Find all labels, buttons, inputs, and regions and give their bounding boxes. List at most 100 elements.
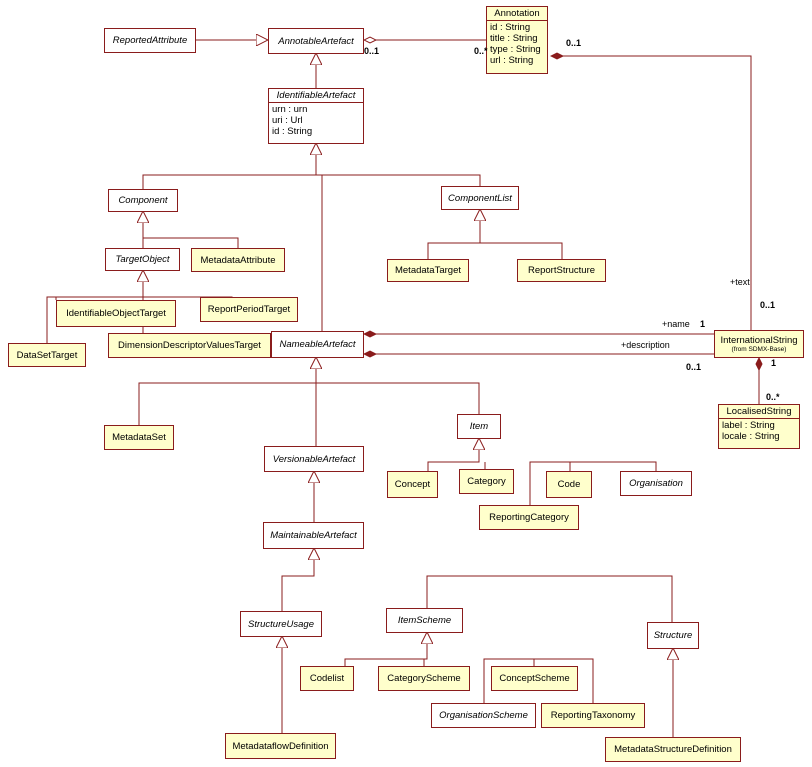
gen-itemscheme-maintainable: [426, 575, 673, 622]
class-codelist[interactable]: Codelist: [300, 666, 354, 691]
class-metadata-structure-definition[interactable]: MetadataStructureDefinition: [605, 737, 741, 762]
mult-name: 1: [700, 319, 706, 329]
class-concept[interactable]: Concept: [387, 471, 438, 498]
class-name: MaintainableArtefact: [270, 530, 357, 541]
class-report-period-target[interactable]: ReportPeriodTarget: [200, 297, 298, 322]
mult-intl: 1: [771, 358, 777, 368]
class-identifiable-artefact[interactable]: IdentifiableArtefact urn : urn uri : Url…: [268, 88, 364, 144]
class-reported-attribute[interactable]: ReportedAttribute: [104, 28, 196, 53]
class-metadata-set[interactable]: MetadataSet: [104, 425, 174, 450]
attribute: title : String: [490, 33, 538, 44]
mult-annotation-right: 0..1: [566, 38, 582, 48]
class-name: ConceptScheme: [499, 673, 570, 684]
class-target-object[interactable]: TargetObject: [105, 248, 180, 271]
class-organisation[interactable]: Organisation: [620, 471, 692, 496]
attribute: url : String: [490, 55, 534, 66]
class-name: ReportedAttribute: [112, 35, 188, 46]
gen-item-nameable: [316, 382, 480, 414]
class-name: NameableArtefact: [279, 339, 356, 350]
class-localised-string[interactable]: LocalisedString label : String locale : …: [718, 404, 800, 449]
class-name: ReportPeriodTarget: [207, 304, 291, 315]
gen-orgscheme-itemscheme: [483, 658, 594, 703]
class-metadataflow-definition[interactable]: MetadataflowDefinition: [225, 733, 336, 759]
class-item[interactable]: Item: [457, 414, 501, 439]
class-reporting-category[interactable]: ReportingCategory: [479, 505, 579, 530]
attribute-list: label : String locale : String: [719, 419, 799, 443]
class-name: LocalisedString: [726, 406, 792, 417]
role-text: +text: [730, 277, 750, 287]
class-concept-scheme[interactable]: ConceptScheme: [491, 666, 578, 691]
class-name: DimensionDescriptorValuesTarget: [118, 340, 261, 351]
mult-localised: 0..*: [766, 392, 780, 402]
class-category[interactable]: Category: [459, 469, 514, 494]
attribute: type : String: [490, 44, 541, 55]
class-name: IdentifiableArtefact: [276, 90, 356, 101]
class-name: MetadataTarget: [394, 265, 461, 276]
class-category-scheme[interactable]: CategoryScheme: [378, 666, 470, 691]
role-description: +description: [621, 340, 670, 350]
class-structure-usage[interactable]: StructureUsage: [240, 611, 322, 637]
class-code[interactable]: Code: [546, 471, 592, 498]
role-name: +name: [662, 319, 690, 329]
class-name: DataSetTarget: [16, 349, 78, 361]
class-organisation-scheme[interactable]: OrganisationScheme: [431, 703, 536, 728]
class-international-string[interactable]: InternationalString (from SDMX-Base): [714, 330, 804, 358]
class-item-scheme[interactable]: ItemScheme: [386, 608, 463, 633]
class-name: VersionableArtefact: [272, 453, 356, 465]
class-dimension-descriptor-values-target[interactable]: DimensionDescriptorValuesTarget: [108, 333, 271, 358]
gen-code-item: [529, 461, 657, 505]
class-name: CategoryScheme: [387, 673, 461, 684]
gen-metadataset-nameable: [138, 358, 316, 425]
class-component-list[interactable]: ComponentList: [441, 186, 519, 210]
mult-description: 0..1: [686, 362, 702, 372]
class-name: StructureUsage: [247, 618, 314, 630]
class-identifiable-object-target[interactable]: IdentifiableObjectTarget: [56, 300, 176, 327]
class-name: ReportStructure: [527, 265, 596, 276]
class-nameable-artefact[interactable]: NameableArtefact: [271, 331, 364, 358]
class-maintainable-artefact[interactable]: MaintainableArtefact: [263, 522, 364, 549]
class-name: Structure: [653, 630, 693, 641]
class-name: TargetObject: [115, 254, 170, 265]
class-name: MetadataAttribute: [200, 254, 276, 266]
attribute-list: urn : urn uri : Url id : String: [269, 103, 363, 138]
class-name: ReportingTaxonomy: [550, 710, 636, 721]
class-report-structure[interactable]: ReportStructure: [517, 259, 606, 282]
class-dataset-target[interactable]: DataSetTarget: [8, 343, 86, 367]
attribute: id : String: [490, 22, 531, 33]
class-name: Concept: [394, 479, 431, 490]
class-metadata-target[interactable]: MetadataTarget: [387, 259, 469, 282]
class-component[interactable]: Component: [108, 189, 178, 212]
attribute: id : String: [272, 126, 313, 137]
gen-componentlist-identifiable: [316, 174, 481, 186]
class-reporting-taxonomy[interactable]: ReportingTaxonomy: [541, 703, 645, 728]
mult-annotation-left: 0..*: [474, 46, 488, 56]
gen-codelist-itemscheme: [344, 633, 427, 666]
attribute: locale : String: [722, 431, 780, 442]
gen-metadatatarget-componentlist: [427, 210, 480, 259]
class-name: ReportingCategory: [489, 512, 569, 523]
gen-structureusage-maintainable: [281, 549, 314, 611]
class-name: Category: [467, 476, 506, 487]
mult-text: 0..1: [760, 300, 776, 310]
attribute-list: id : String title : String type : String…: [487, 21, 547, 67]
gen-metadataattribute-component: [143, 237, 239, 248]
comp-annotation-text: [551, 56, 752, 330]
class-name: Organisation: [629, 478, 683, 489]
class-annotable-artefact[interactable]: AnnotableArtefact: [268, 28, 364, 54]
class-name: Component: [118, 195, 168, 206]
class-versionable-artefact[interactable]: VersionableArtefact: [264, 446, 364, 472]
class-metadata-attribute[interactable]: MetadataAttribute: [191, 248, 285, 272]
attribute: uri : Url: [272, 115, 303, 126]
gen-reportstructure-componentlist: [480, 242, 563, 259]
class-name: ComponentList: [448, 192, 512, 204]
mult-annotable: 0..1: [364, 46, 380, 56]
class-name: InternationalString: [720, 335, 798, 346]
class-name: IdentifiableObjectTarget: [66, 308, 166, 319]
class-structure[interactable]: Structure: [647, 622, 699, 649]
class-annotation[interactable]: Annotation id : String title : String ty…: [486, 6, 548, 74]
class-name: Codelist: [309, 673, 345, 684]
class-name: MetadataSet: [112, 432, 166, 443]
class-name: OrganisationScheme: [439, 710, 528, 721]
